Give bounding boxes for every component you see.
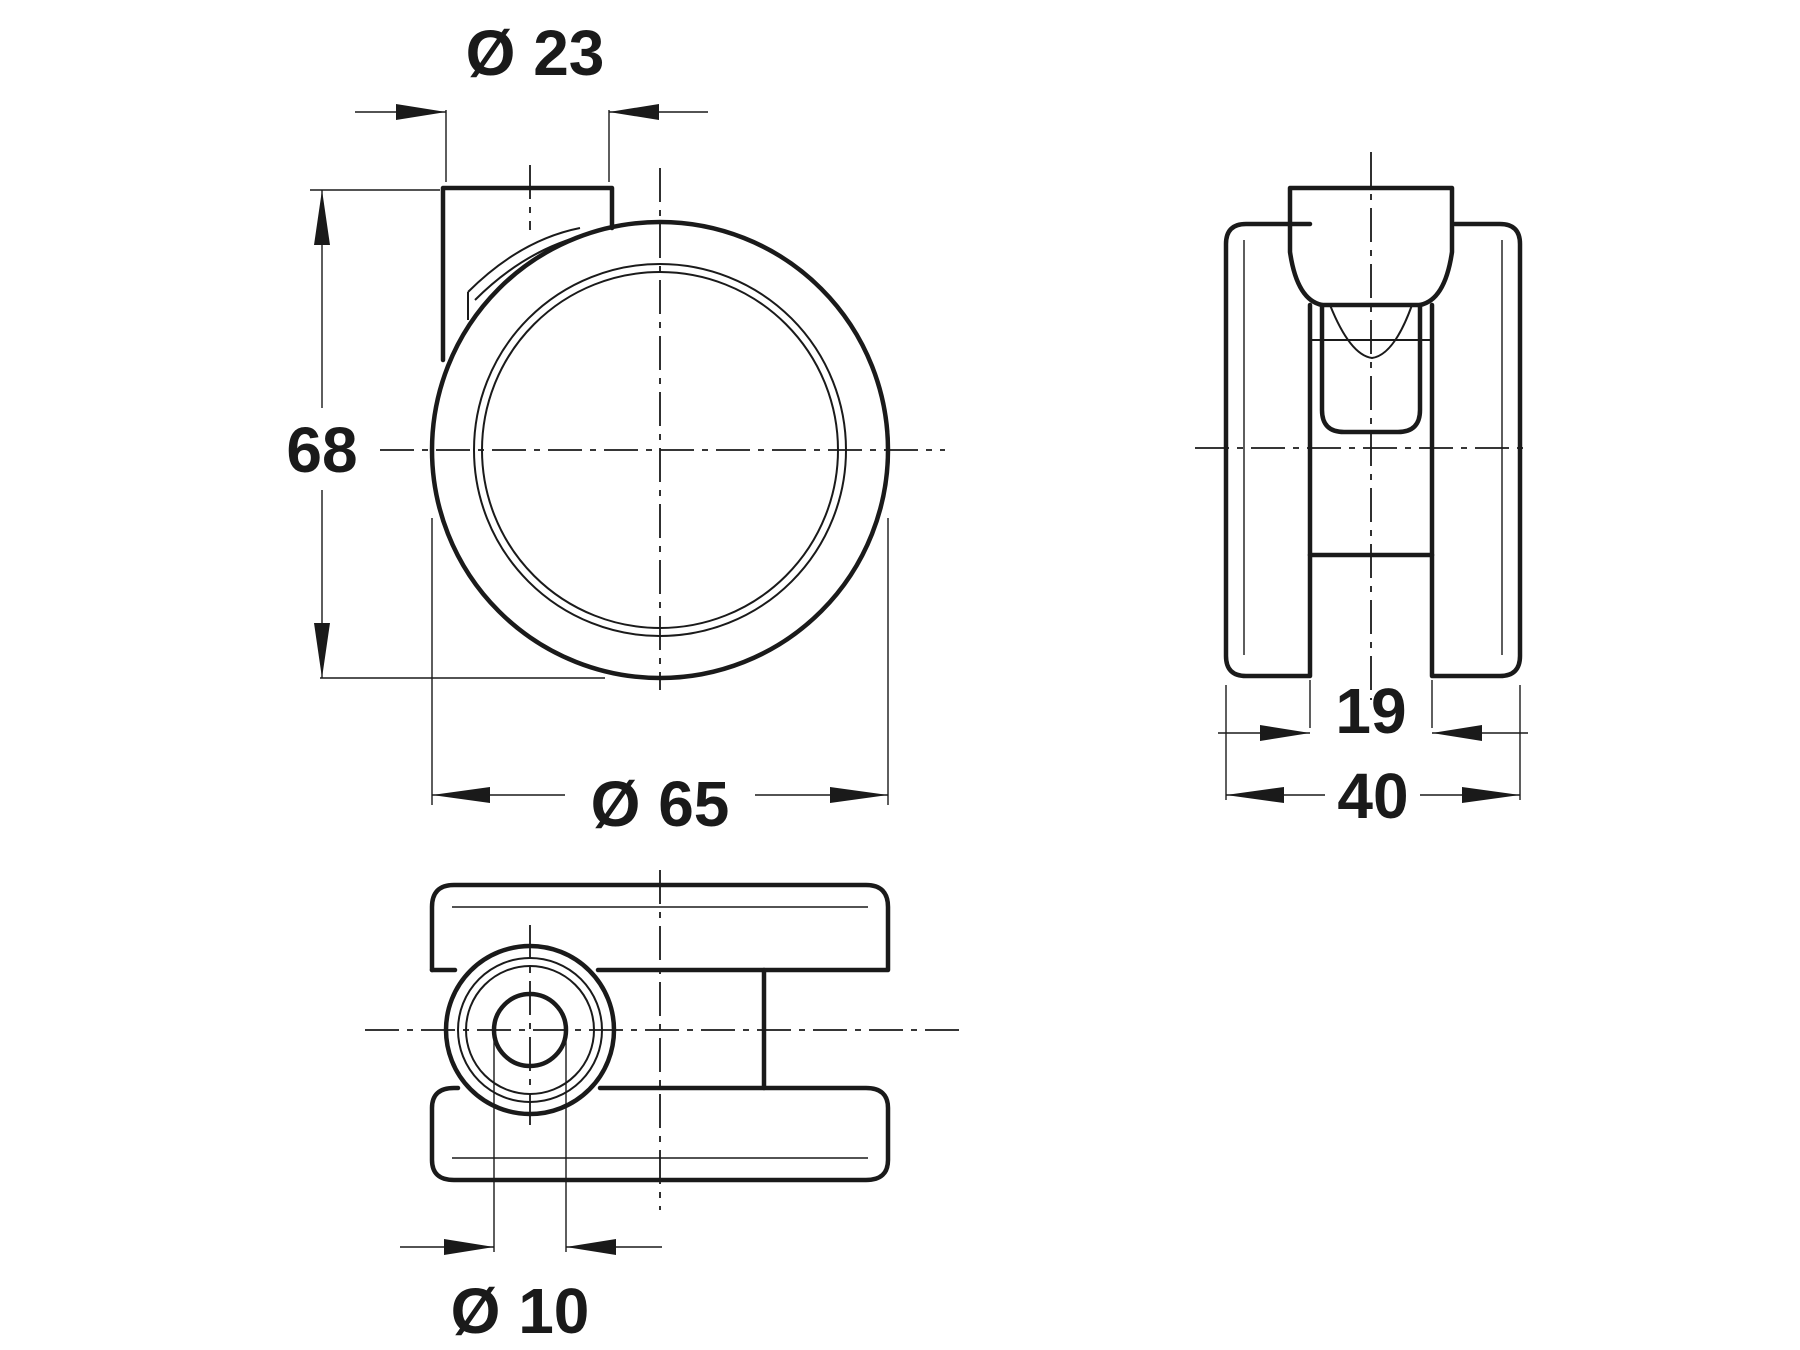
height-label: 68: [286, 414, 357, 486]
inner-width-label: 19: [1335, 675, 1406, 747]
dim-overall-width: 40: [1225, 685, 1521, 832]
overall-width-label: 40: [1337, 760, 1408, 832]
wheel-diameter-label: Ø 65: [591, 768, 730, 840]
side-view: [380, 165, 945, 690]
stem-housing: [440, 185, 615, 363]
dim-height: 68: [286, 189, 605, 679]
upper-wheel-half: [429, 882, 891, 973]
bore-diameter-label: Ø 10: [451, 1275, 590, 1347]
dim-bore-diameter: Ø 10: [400, 1030, 662, 1347]
dim-wheel-diameter: Ø 65: [431, 518, 889, 840]
top-view: [365, 870, 960, 1210]
right-wheel-half: [1429, 221, 1523, 679]
front-view: [1195, 152, 1530, 700]
dim-inner-width: 19: [1218, 675, 1528, 747]
left-wheel-half: [1223, 221, 1313, 679]
stem-diameter-label: Ø 23: [466, 17, 605, 89]
dim-stem-diameter: Ø 23: [355, 17, 708, 182]
